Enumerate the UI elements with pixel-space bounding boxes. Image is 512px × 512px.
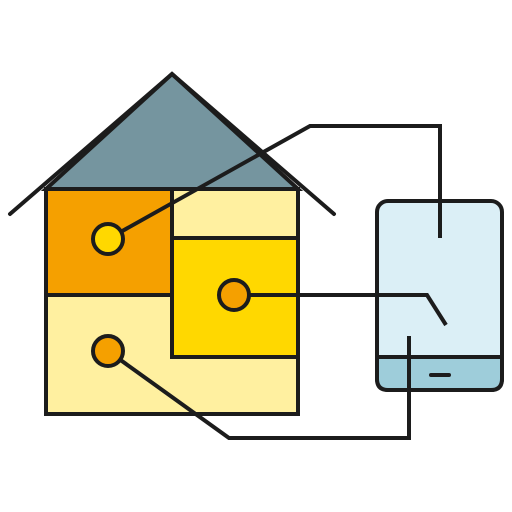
connection-wire-top-left (107, 124, 442, 241)
device-node-bottom (91, 334, 125, 368)
device-node-top-left (91, 222, 125, 256)
connection-wire-bottom (106, 336, 411, 440)
roof-eaves (8, 72, 336, 216)
connection-wire-middle (234, 293, 448, 327)
house-roof (40, 71, 304, 191)
device-node-middle (217, 278, 251, 312)
